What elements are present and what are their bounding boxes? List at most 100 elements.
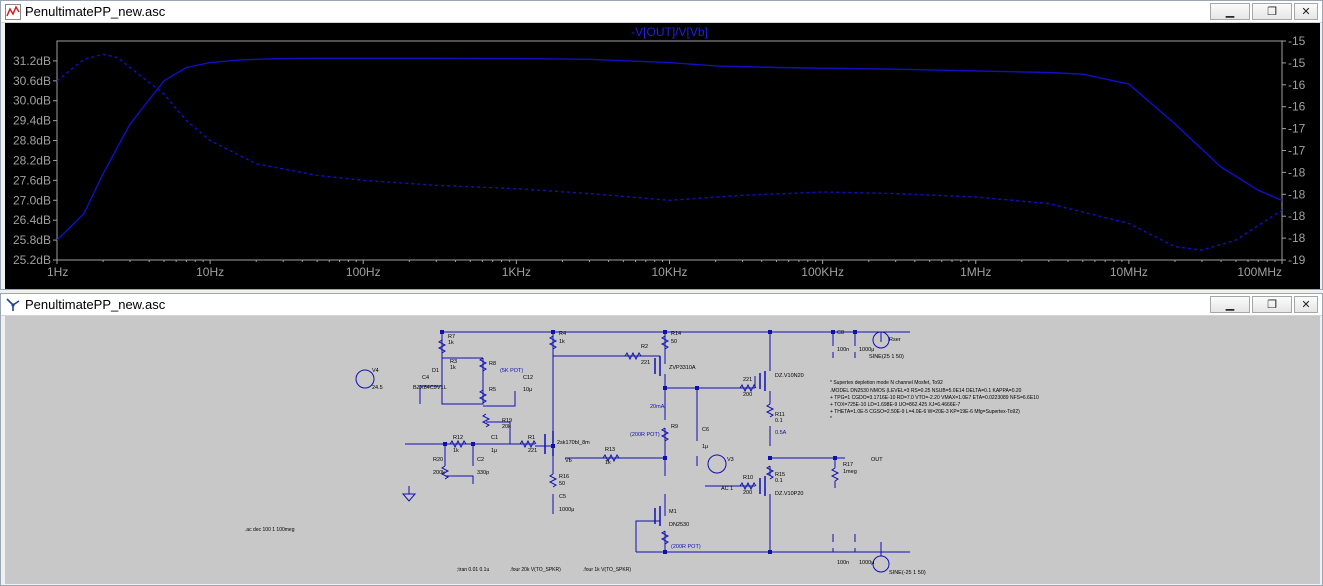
label-j1: 2sk170bl_8m <box>557 440 590 446</box>
right-tick-label: -16 <box>1288 78 1306 92</box>
x-tick-label: 100MHz <box>1237 265 1282 279</box>
schematic-canvas[interactable]: R7 1k R3 1k D1 C4 BZX84C9V1L R8 R5 (5K P… <box>5 316 1320 584</box>
schematic-app-icon <box>6 298 20 311</box>
value-r3: 1k <box>450 365 456 371</box>
waveform-titlebar[interactable]: PenultimatePP_new.asc ▁ ❐ ✕ <box>1 1 1322 23</box>
schematic-drawing[interactable]: R7 1k R3 1k D1 C4 BZX84C9V1L R8 R5 (5K P… <box>5 316 1320 584</box>
label-r10: R10 <box>743 475 753 481</box>
label-r12: R12 <box>453 435 463 441</box>
label-r19: R19 <box>502 418 512 424</box>
label-c2: C2 <box>477 457 484 463</box>
right-tick-label: -15 <box>1288 34 1306 48</box>
x-tick-label: 100KHz <box>801 265 844 279</box>
restore-button[interactable]: ❐ <box>1252 296 1292 313</box>
window-title: PenultimatePP_new.asc <box>25 4 166 19</box>
x-tick-label: 10Hz <box>196 265 224 279</box>
resistors <box>437 335 840 545</box>
model-line: + TOX=725E-10 LD=1.698E-9 UO=862.425 XJ=… <box>830 402 961 408</box>
label-r9: R9 <box>671 424 678 430</box>
net-out: OUT <box>871 457 883 463</box>
component-labels: R7 1k R3 1k D1 C4 BZX84C9V1L R8 R5 (5K P… <box>372 330 926 576</box>
value-c1: 1μ <box>491 448 497 454</box>
value-r11: 0.1 <box>775 418 783 424</box>
label-r4: R4 <box>559 331 566 337</box>
right-tick-label: -18 <box>1288 231 1306 245</box>
label-05a: 0.5A <box>775 430 787 436</box>
schematic-titlebar[interactable]: PenultimatePP_new.asc ▁ ❐ ✕ <box>1 294 1322 316</box>
value-r19: 20k <box>502 424 511 430</box>
label-r5: R5 <box>489 387 496 393</box>
label-d1: D1 <box>432 368 439 374</box>
value-r17: 1meg <box>843 469 857 475</box>
label-r3: R3 <box>450 359 457 365</box>
label-r14: R14 <box>671 331 681 337</box>
directive-tran: ;tran 0.01 0.1u <box>457 567 489 573</box>
bode-plot[interactable]: -V[OUT]/V[Vb]31.2dB30.6dB30.0dB29.4dB28.… <box>5 23 1320 289</box>
value-v2: SINE(-25 1 50) <box>889 570 926 576</box>
value-r2: 221 <box>641 360 650 366</box>
right-tick-label: -18 <box>1288 209 1306 223</box>
label-r1: R1 <box>528 435 535 441</box>
label-r20: R20 <box>433 457 443 463</box>
y-tick-label: 29.4dB <box>13 114 51 128</box>
value-r14: 50 <box>671 339 677 345</box>
right-tick-label: -15 <box>1288 56 1306 70</box>
y-tick-label: 30.0dB <box>13 94 51 108</box>
value-r12: 1k <box>453 448 459 454</box>
label-bzx: BZX84C9V1L <box>413 385 447 391</box>
x-tick-label: 1KHz <box>502 265 531 279</box>
y-tick-label: 31.2dB <box>13 54 51 68</box>
value-c5: 1000μ <box>559 507 574 513</box>
value-r13: 1k <box>605 460 611 466</box>
value-r21: 200 <box>743 392 752 398</box>
value-c2: 330p <box>477 470 489 476</box>
right-tick-label: -18 <box>1288 165 1306 179</box>
value-v4: 24.5 <box>372 385 383 391</box>
label-v3: V3 <box>727 457 734 463</box>
value-r4: 1k <box>559 339 565 345</box>
directive-four-20k: .four 20k V(TO_SPKR) <box>510 567 561 573</box>
value-r10: 200 <box>743 490 752 496</box>
window-title: PenultimatePP_new.asc <box>25 297 166 312</box>
x-tick-label: 100Hz <box>346 265 381 279</box>
y-tick-label: 25.2dB <box>13 253 51 267</box>
schematic-window: PenultimatePP_new.asc ▁ ❐ ✕ <box>0 293 1323 586</box>
model-line: + TPG=1 CGDO=3.1716E-10 RD=7.0 VTO=-2.20… <box>830 395 1039 401</box>
label-r2: R2 <box>641 344 648 350</box>
transistors <box>544 356 766 526</box>
label-r16: R16 <box>559 474 569 480</box>
label-r7: R7 <box>448 334 455 340</box>
label-m1: M1 <box>669 509 677 515</box>
model-line: + THETA=1.0E-5 CGSO=2.50E-9 L=4.0E-6 W=2… <box>830 409 1020 415</box>
value-v1: SINE(25 1 50) <box>869 354 904 360</box>
label-u3: DZ.V10P20 <box>775 491 803 497</box>
close-button[interactable]: ✕ <box>1294 3 1318 20</box>
value-r20: 200k <box>433 470 445 476</box>
label-r21: 221 <box>743 377 752 383</box>
label-v4: V4 <box>372 368 379 374</box>
label-c4: C4 <box>422 375 429 381</box>
label-c6: C6 <box>702 427 709 433</box>
value-c8: 100n <box>837 347 849 353</box>
directive-ac: .ac dec 100 1 100meg <box>245 527 295 533</box>
minimize-button[interactable]: ▁ <box>1210 3 1250 20</box>
value-c3: 1000μ <box>859 560 874 566</box>
value-r7: 1k <box>448 340 454 346</box>
spice-model-text: * Supertex depletion mode N channel Mosf… <box>830 380 1039 422</box>
net-vb: Vb <box>565 458 572 464</box>
minimize-button[interactable]: ▁ <box>1210 296 1250 313</box>
model-line: * Supertex depletion mode N channel Mosf… <box>830 380 943 386</box>
magnitude-trace <box>56 57 1283 241</box>
junction-dots <box>440 330 857 554</box>
label-r13: R13 <box>605 447 615 453</box>
value-r15: 0.1 <box>775 478 783 484</box>
label-ac: AC 1 <box>721 486 733 492</box>
label-20ma: 20mA <box>650 404 665 410</box>
label-r11: R11 <box>775 412 785 418</box>
label-u1: ZVP3310A <box>669 365 696 371</box>
restore-button[interactable]: ❐ <box>1252 3 1292 20</box>
value-c7: 1000μ <box>859 347 874 353</box>
close-button[interactable]: ✕ <box>1294 296 1318 313</box>
directive-four-1k: .four 1k V(TO_SPKR) <box>583 567 631 573</box>
